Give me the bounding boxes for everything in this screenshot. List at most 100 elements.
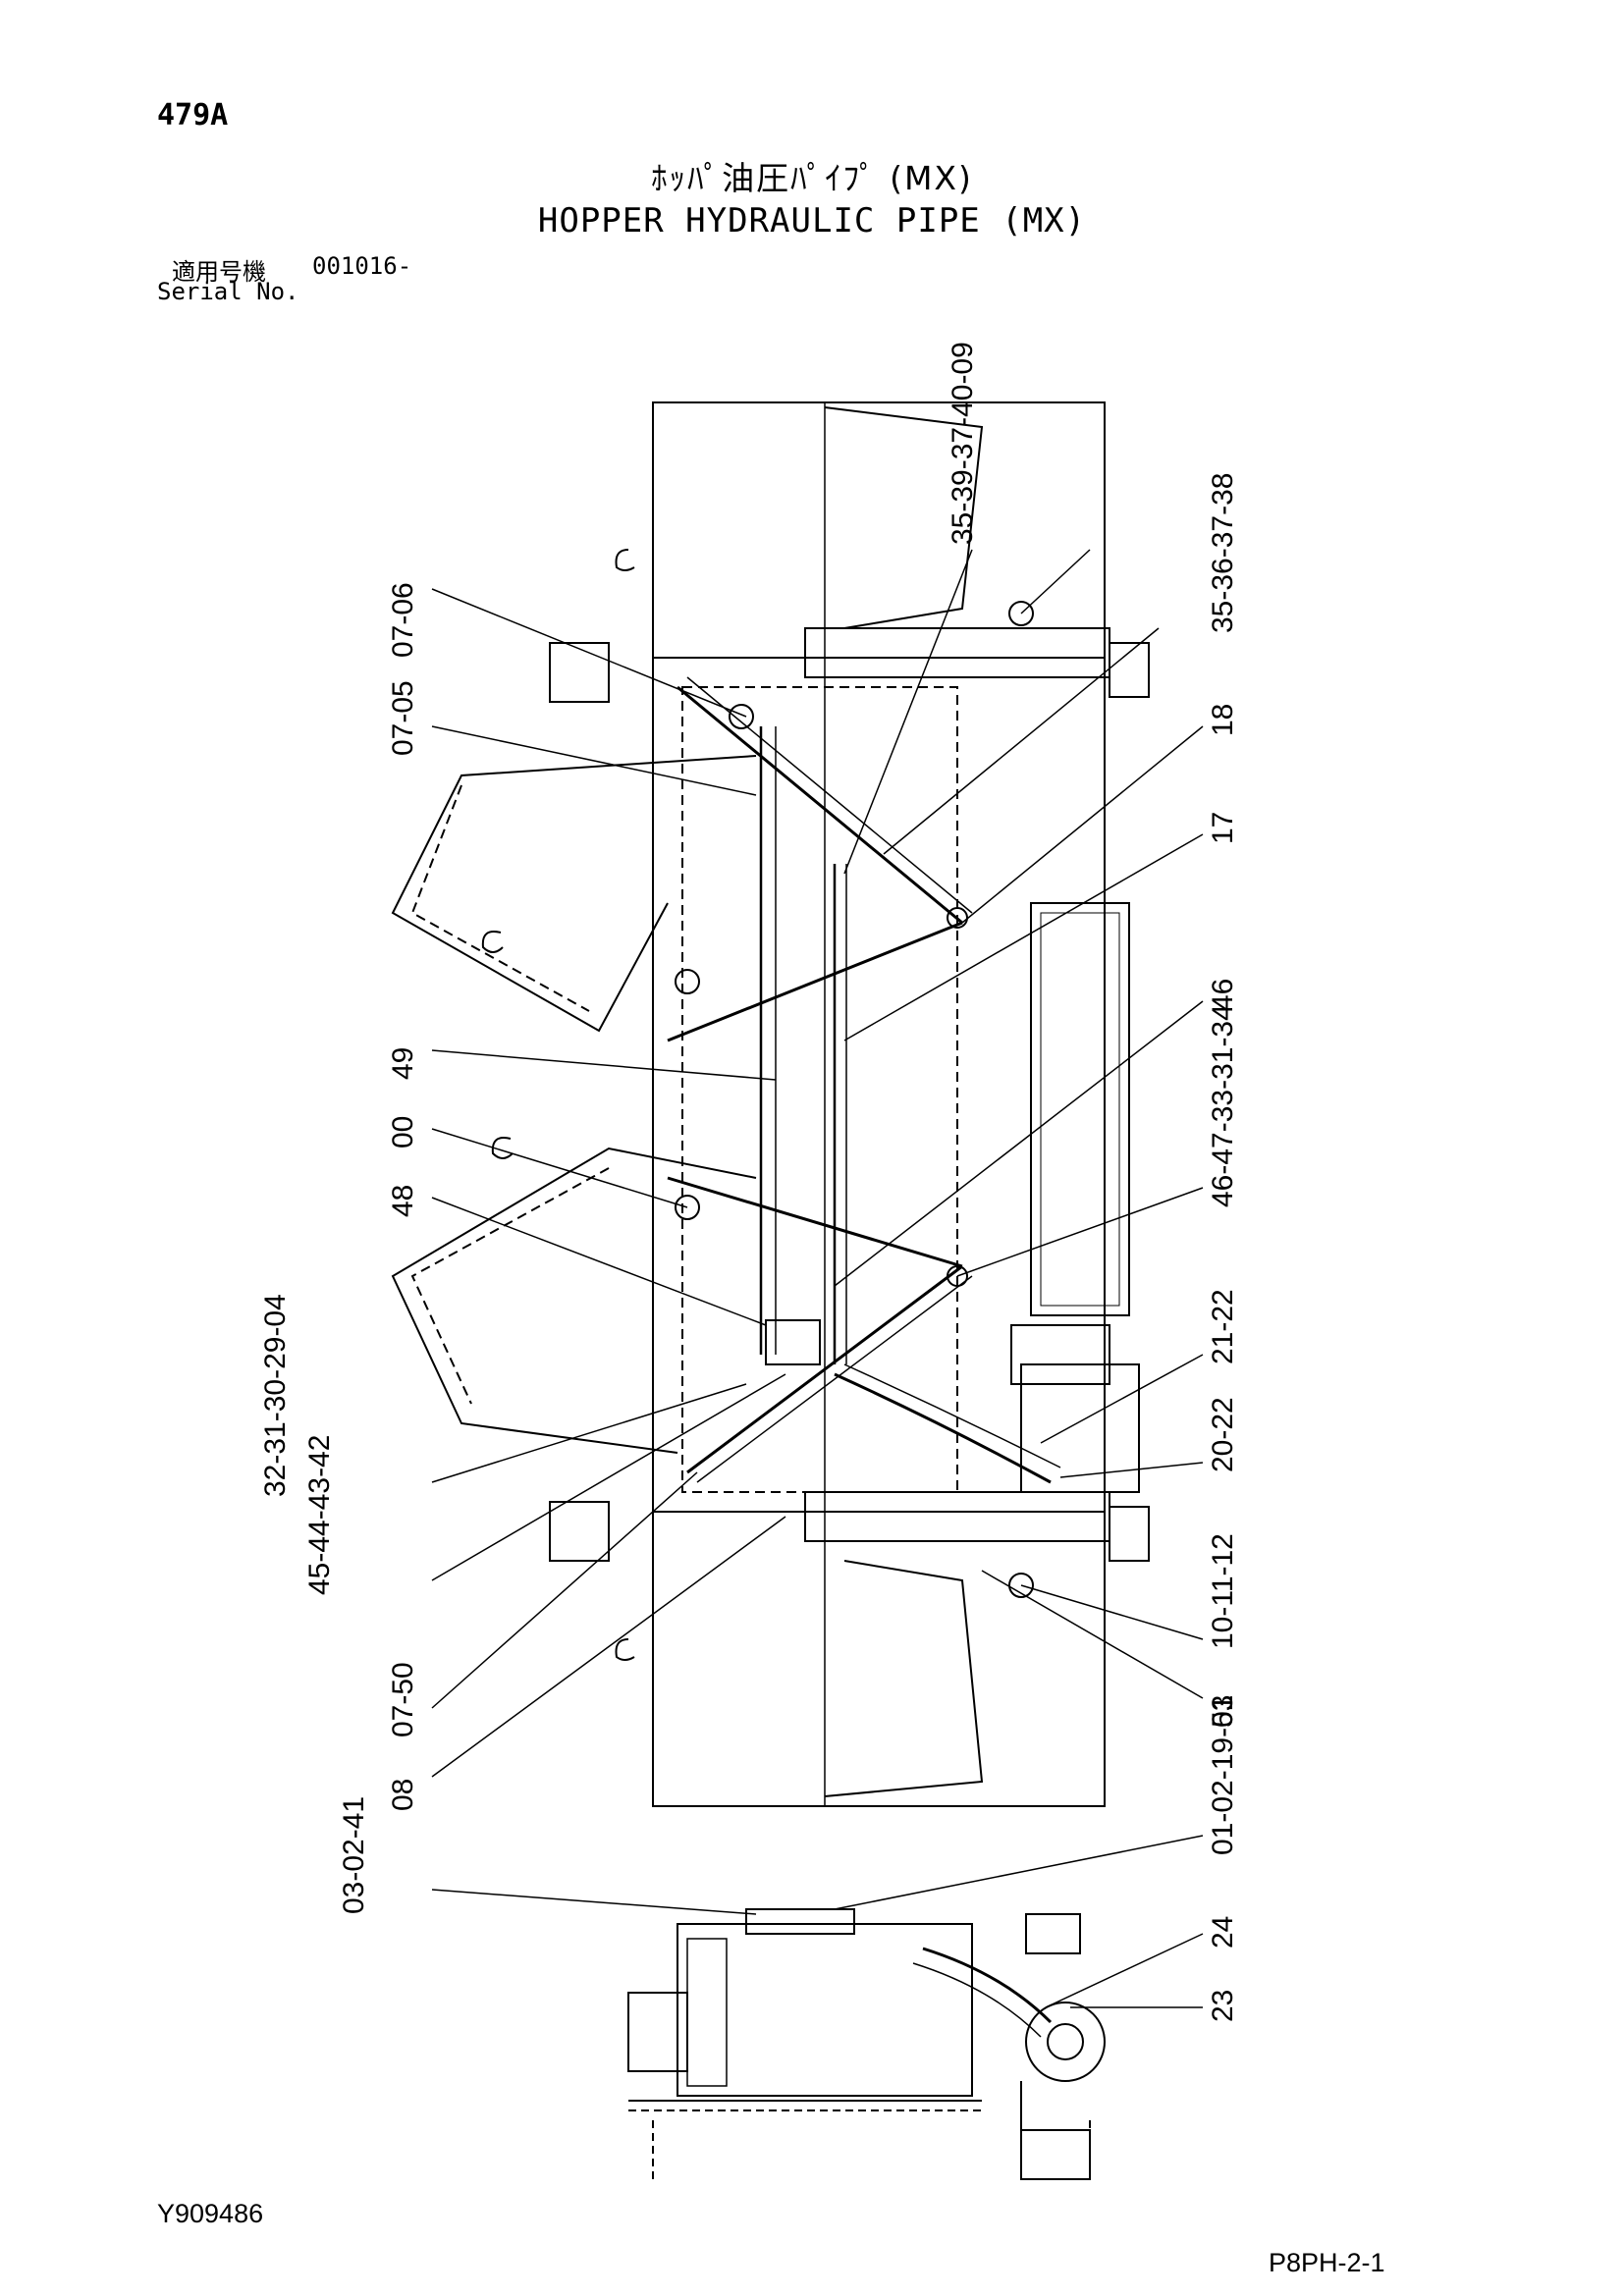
pipe-lower-diag-1 <box>686 1264 963 1474</box>
lower-right-wing <box>824 1560 984 1797</box>
side-view-left-block <box>627 1992 688 2072</box>
hydraulic-cylinder-inner <box>1040 912 1120 1307</box>
upper-left-bracket <box>549 642 610 703</box>
callout-c-00: 00 <box>387 1116 688 1208</box>
lower-beam <box>804 1491 1110 1542</box>
pin-upper-right <box>1008 601 1034 626</box>
svg-text:07-06: 07-06 <box>387 582 419 658</box>
pipe-lower-return <box>667 1176 963 1268</box>
callout-c-46a: 46 <box>834 979 1239 1287</box>
fitting-lower-junction <box>947 1265 968 1287</box>
callout-c-20-22: 20-22 <box>1059 1397 1239 1478</box>
title-english: HOPPER HYDRAULIC PIPE (MX) <box>537 201 1087 240</box>
pipe-upper-return <box>667 921 963 1042</box>
callout-c-07-05: 07-05 <box>387 680 757 796</box>
lower-left-bracket <box>549 1501 610 1562</box>
svg-text:46: 46 <box>1207 979 1239 1011</box>
svg-text:32-31-30-29-04: 32-31-30-29-04 <box>259 1294 292 1497</box>
fitting-manifold <box>765 1319 821 1365</box>
pipe-hose-curve-2 <box>843 1363 1061 1468</box>
svg-text:23: 23 <box>1207 1990 1239 2022</box>
svg-text:21-22: 21-22 <box>1207 1289 1239 1364</box>
callout-c-49: 49 <box>387 1047 777 1081</box>
valve-block <box>1020 1363 1140 1493</box>
svg-text:35-36-37-38: 35-36-37-38 <box>1207 473 1239 633</box>
upper-beam <box>804 627 1110 678</box>
side-view-bottom-block <box>1020 2129 1091 2180</box>
svg-text:10-11-12: 10-11-12 <box>1207 1533 1239 1649</box>
callout-c-07-50: 07-50 <box>387 1471 698 1737</box>
drawing-id: Y909486 <box>157 2199 264 2228</box>
side-view <box>627 1908 1106 2180</box>
upper-left-wing <box>391 755 757 1033</box>
lower-left-wing <box>391 1147 757 1454</box>
callout-c-45-44-43-42: 45-44-43-42 <box>303 1373 786 1595</box>
svg-text:00: 00 <box>387 1116 419 1148</box>
svg-text:03-02-41: 03-02-41 <box>338 1796 370 1914</box>
callout-c-17: 17 <box>843 812 1239 1041</box>
side-view-hose-2 <box>912 1962 1042 2038</box>
svg-text:20-22: 20-22 <box>1207 1397 1239 1472</box>
hydraulic-cylinder <box>1030 902 1130 1316</box>
pin-upper-1 <box>729 704 754 729</box>
pin-upper-2 <box>675 969 700 994</box>
hook-upper <box>615 549 635 571</box>
callout-c-46-47-33-31-34: 46-47-33-31-34 <box>956 1004 1239 1277</box>
svg-text:07-50: 07-50 <box>387 1662 419 1737</box>
callout-c-07-06: 07-06 <box>387 582 747 718</box>
callout-c-18: 18 <box>961 704 1239 924</box>
pipe-upper-diag-1 <box>677 685 963 925</box>
svg-text:18: 18 <box>1207 704 1239 736</box>
svg-text:48: 48 <box>387 1185 419 1217</box>
svg-text:07-05: 07-05 <box>387 680 419 756</box>
upper-right-port <box>1109 642 1150 698</box>
side-view-body <box>677 1923 973 2097</box>
hopper-frame <box>391 401 1150 1807</box>
serial-value: 001016- <box>312 252 412 280</box>
svg-text:01-02-19-03: 01-02-19-03 <box>1207 1695 1239 1855</box>
pipe-upper-diag-2 <box>686 676 973 914</box>
pin-lower-1 <box>675 1195 700 1220</box>
callout-c-23: 23 <box>1070 1990 1239 2022</box>
side-view-motor-hub <box>1047 2023 1084 2060</box>
hook-lower <box>615 1638 635 1661</box>
svg-text:51: 51 <box>1207 1695 1239 1728</box>
side-view-top-fitting <box>745 1908 855 1935</box>
main-frame-outline <box>652 401 1106 1807</box>
side-view-hose <box>922 1947 1053 2024</box>
side-view-top-right-block <box>1025 1913 1081 1954</box>
callout-c-21-22: 21-22 <box>1040 1289 1239 1444</box>
page-reference: P8PH-2-1 <box>1269 2248 1385 2277</box>
callout-c-35-39-37-40-09: 35-39-37-40-09 <box>843 342 1091 875</box>
hook-mid-2 <box>481 931 504 953</box>
serial-label-english: Serial No. <box>157 278 299 305</box>
callout-c-08: 08 <box>387 1516 786 1811</box>
side-view-motor <box>1025 2002 1106 2082</box>
svg-text:45-44-43-42: 45-44-43-42 <box>303 1435 336 1595</box>
pipe-hose-curve <box>834 1372 1052 1484</box>
callout-c-10-11-12: 10-11-12 <box>1020 1533 1239 1649</box>
upper-right-wing <box>824 406 984 629</box>
svg-text:46-47-33-31-34: 46-47-33-31-34 <box>1207 1004 1239 1207</box>
pin-lower-right <box>1008 1573 1034 1598</box>
svg-text:08: 08 <box>387 1779 419 1811</box>
cylinder-mount <box>1010 1324 1110 1385</box>
callout-c-35-36-37-38: 35-36-37-38 <box>883 473 1239 855</box>
svg-text:24: 24 <box>1207 1916 1239 1949</box>
serial-label-japanese: 適用号機 <box>172 258 266 286</box>
callout-labels: 35-39-37-40-09 35-36-37-38 07-06 07-05 1… <box>259 342 1239 2022</box>
lower-right-port <box>1109 1506 1150 1562</box>
svg-text:35-39-37-40-09: 35-39-37-40-09 <box>947 342 979 545</box>
title-japanese: ﾎｯﾊﾟ油圧ﾊﾟｲﾌﾟ (MX) <box>651 159 973 197</box>
callout-c-32-31-30-29-04: 32-31-30-29-04 <box>259 1294 747 1497</box>
lower-left-wing-dashed <box>410 1167 610 1405</box>
upper-left-wing-dashed <box>410 784 590 1012</box>
svg-text:49: 49 <box>387 1047 419 1080</box>
pipe-lower-diag-2 <box>696 1275 973 1483</box>
callout-c-24: 24 <box>1045 1916 1239 2008</box>
callout-c-03-02-41: 03-02-41 <box>338 1796 757 1915</box>
page-number: 479A <box>157 98 229 133</box>
svg-text:17: 17 <box>1207 812 1239 844</box>
callout-c-51: 51 <box>981 1570 1239 1728</box>
